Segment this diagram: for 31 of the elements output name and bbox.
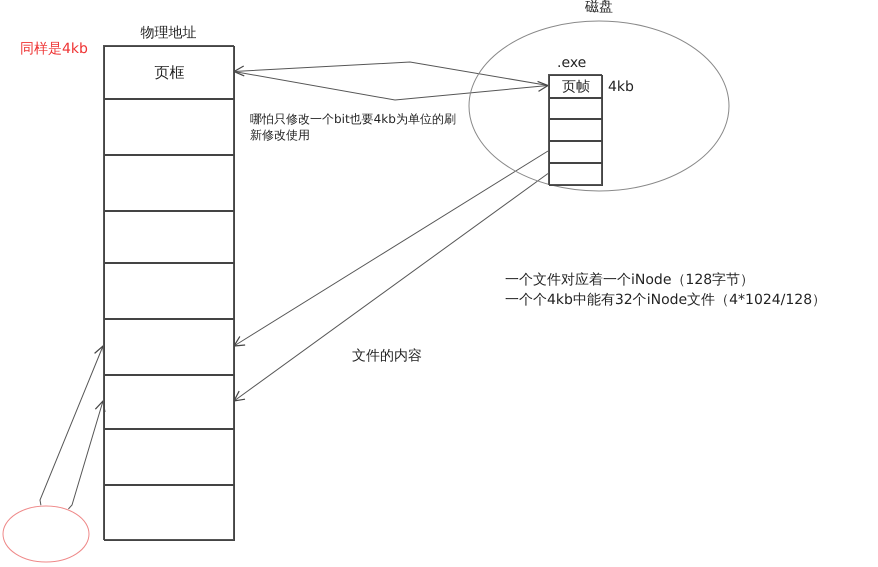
page-cell [104, 46, 235, 99]
page-cell [104, 263, 235, 319]
note-text: 同样是4kb [20, 40, 88, 58]
heading-text: 磁盘 [585, 0, 613, 16]
arrow [233, 150, 548, 347]
note-text: 哪怕只修改一个bit也要4kb为单位的刷新修改使用 [250, 112, 457, 144]
note-text: 一个文件对应着一个iNode（128字节） [505, 271, 754, 290]
size-label: 4kb [608, 78, 634, 94]
cell-text: 页框 [154, 63, 184, 82]
heading-text: .exe [557, 55, 586, 71]
page-cell [549, 163, 603, 186]
page-cell [549, 141, 603, 163]
arrow [233, 62, 548, 86]
page-cell [104, 99, 235, 155]
page-cell [104, 429, 235, 485]
page-cell [104, 485, 235, 541]
page-cell [104, 375, 235, 429]
page-cell [104, 155, 235, 211]
note-text: 文件的内容 [352, 347, 422, 366]
circle-mark [2, 505, 90, 563]
heading-text: 物理地址 [140, 24, 196, 42]
arrow [234, 71, 549, 100]
arrow [39, 345, 104, 506]
page-cell [104, 319, 235, 375]
cell-text: 页帧 [562, 78, 590, 96]
arrow [233, 173, 548, 402]
note-text: 一个个4kb中能有32个iNode文件（4*1024/128） [505, 291, 826, 310]
page-cell [104, 211, 235, 263]
arrow [68, 400, 106, 510]
page-cell [549, 98, 603, 119]
page-cell [549, 119, 603, 141]
